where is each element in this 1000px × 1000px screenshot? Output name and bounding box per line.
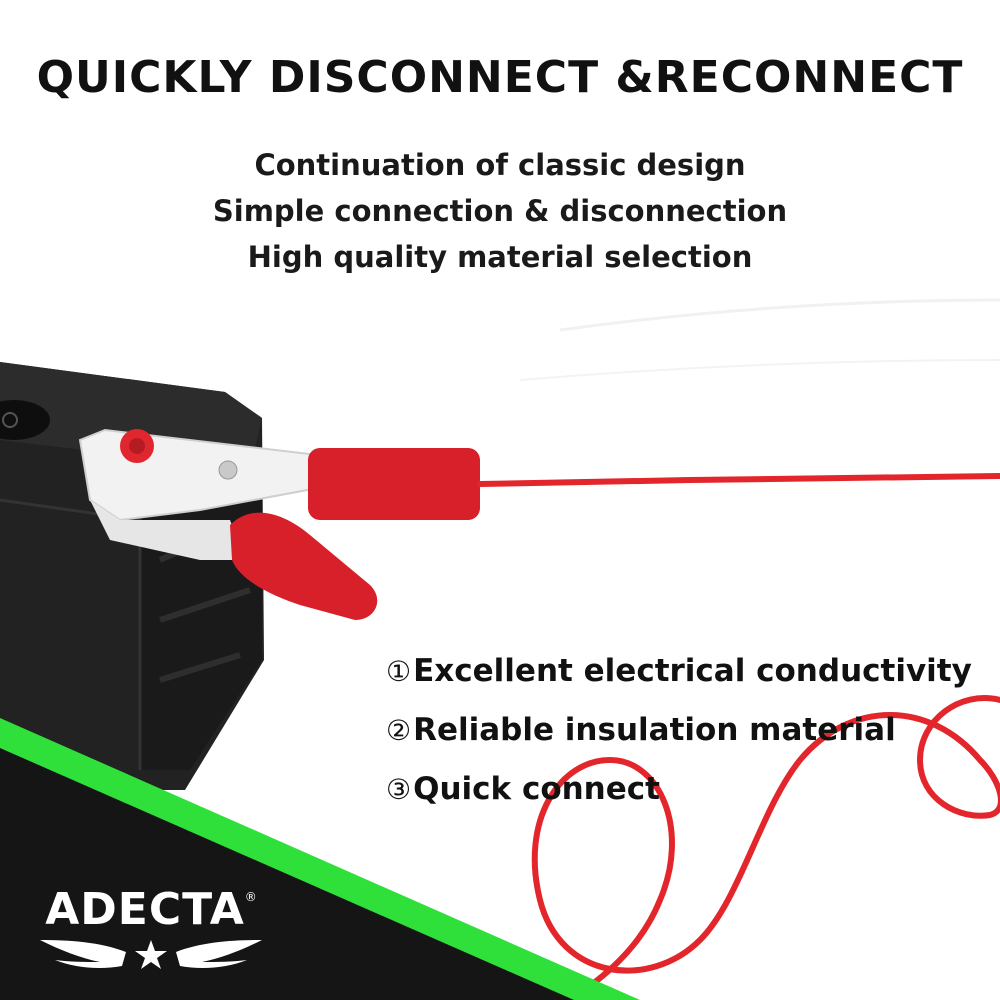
benefit-item: ①Excellent electrical conductivity — [386, 642, 986, 701]
benefit-item: ③Quick connect — [386, 760, 986, 819]
alligator-clamp-illustration — [78, 428, 480, 620]
battery-illustration — [0, 362, 264, 790]
benefit-number: ③ — [386, 773, 412, 806]
benefit-item: ②Reliable insulation material — [386, 701, 986, 760]
benefit-number: ① — [386, 655, 412, 688]
benefit-text: Reliable insulation material — [413, 712, 896, 748]
benefit-list: ①Excellent electrical conductivity ②Reli… — [386, 642, 986, 819]
brand-logo: ADECTA® — [36, 884, 266, 936]
feature-line: High quality material selection — [247, 240, 753, 274]
feature-line: Simple connection & disconnection — [212, 194, 788, 228]
benefit-text: Quick connect — [413, 771, 660, 807]
benefit-number: ② — [386, 714, 412, 747]
feature-list: Continuation of classic design Simple co… — [0, 142, 1000, 280]
benefit-text: Excellent electrical conductivity — [413, 653, 972, 689]
headline: QUICKLY DISCONNECT &RECONNECT — [36, 52, 964, 103]
registered-mark: ® — [244, 890, 257, 904]
red-cable-illustration — [477, 473, 1000, 1000]
brand-corner-band — [0, 718, 640, 1000]
wings-star-emblem — [40, 940, 262, 969]
feature-line: Continuation of classic design — [254, 148, 746, 182]
brand-name: ADECTA — [45, 884, 245, 935]
